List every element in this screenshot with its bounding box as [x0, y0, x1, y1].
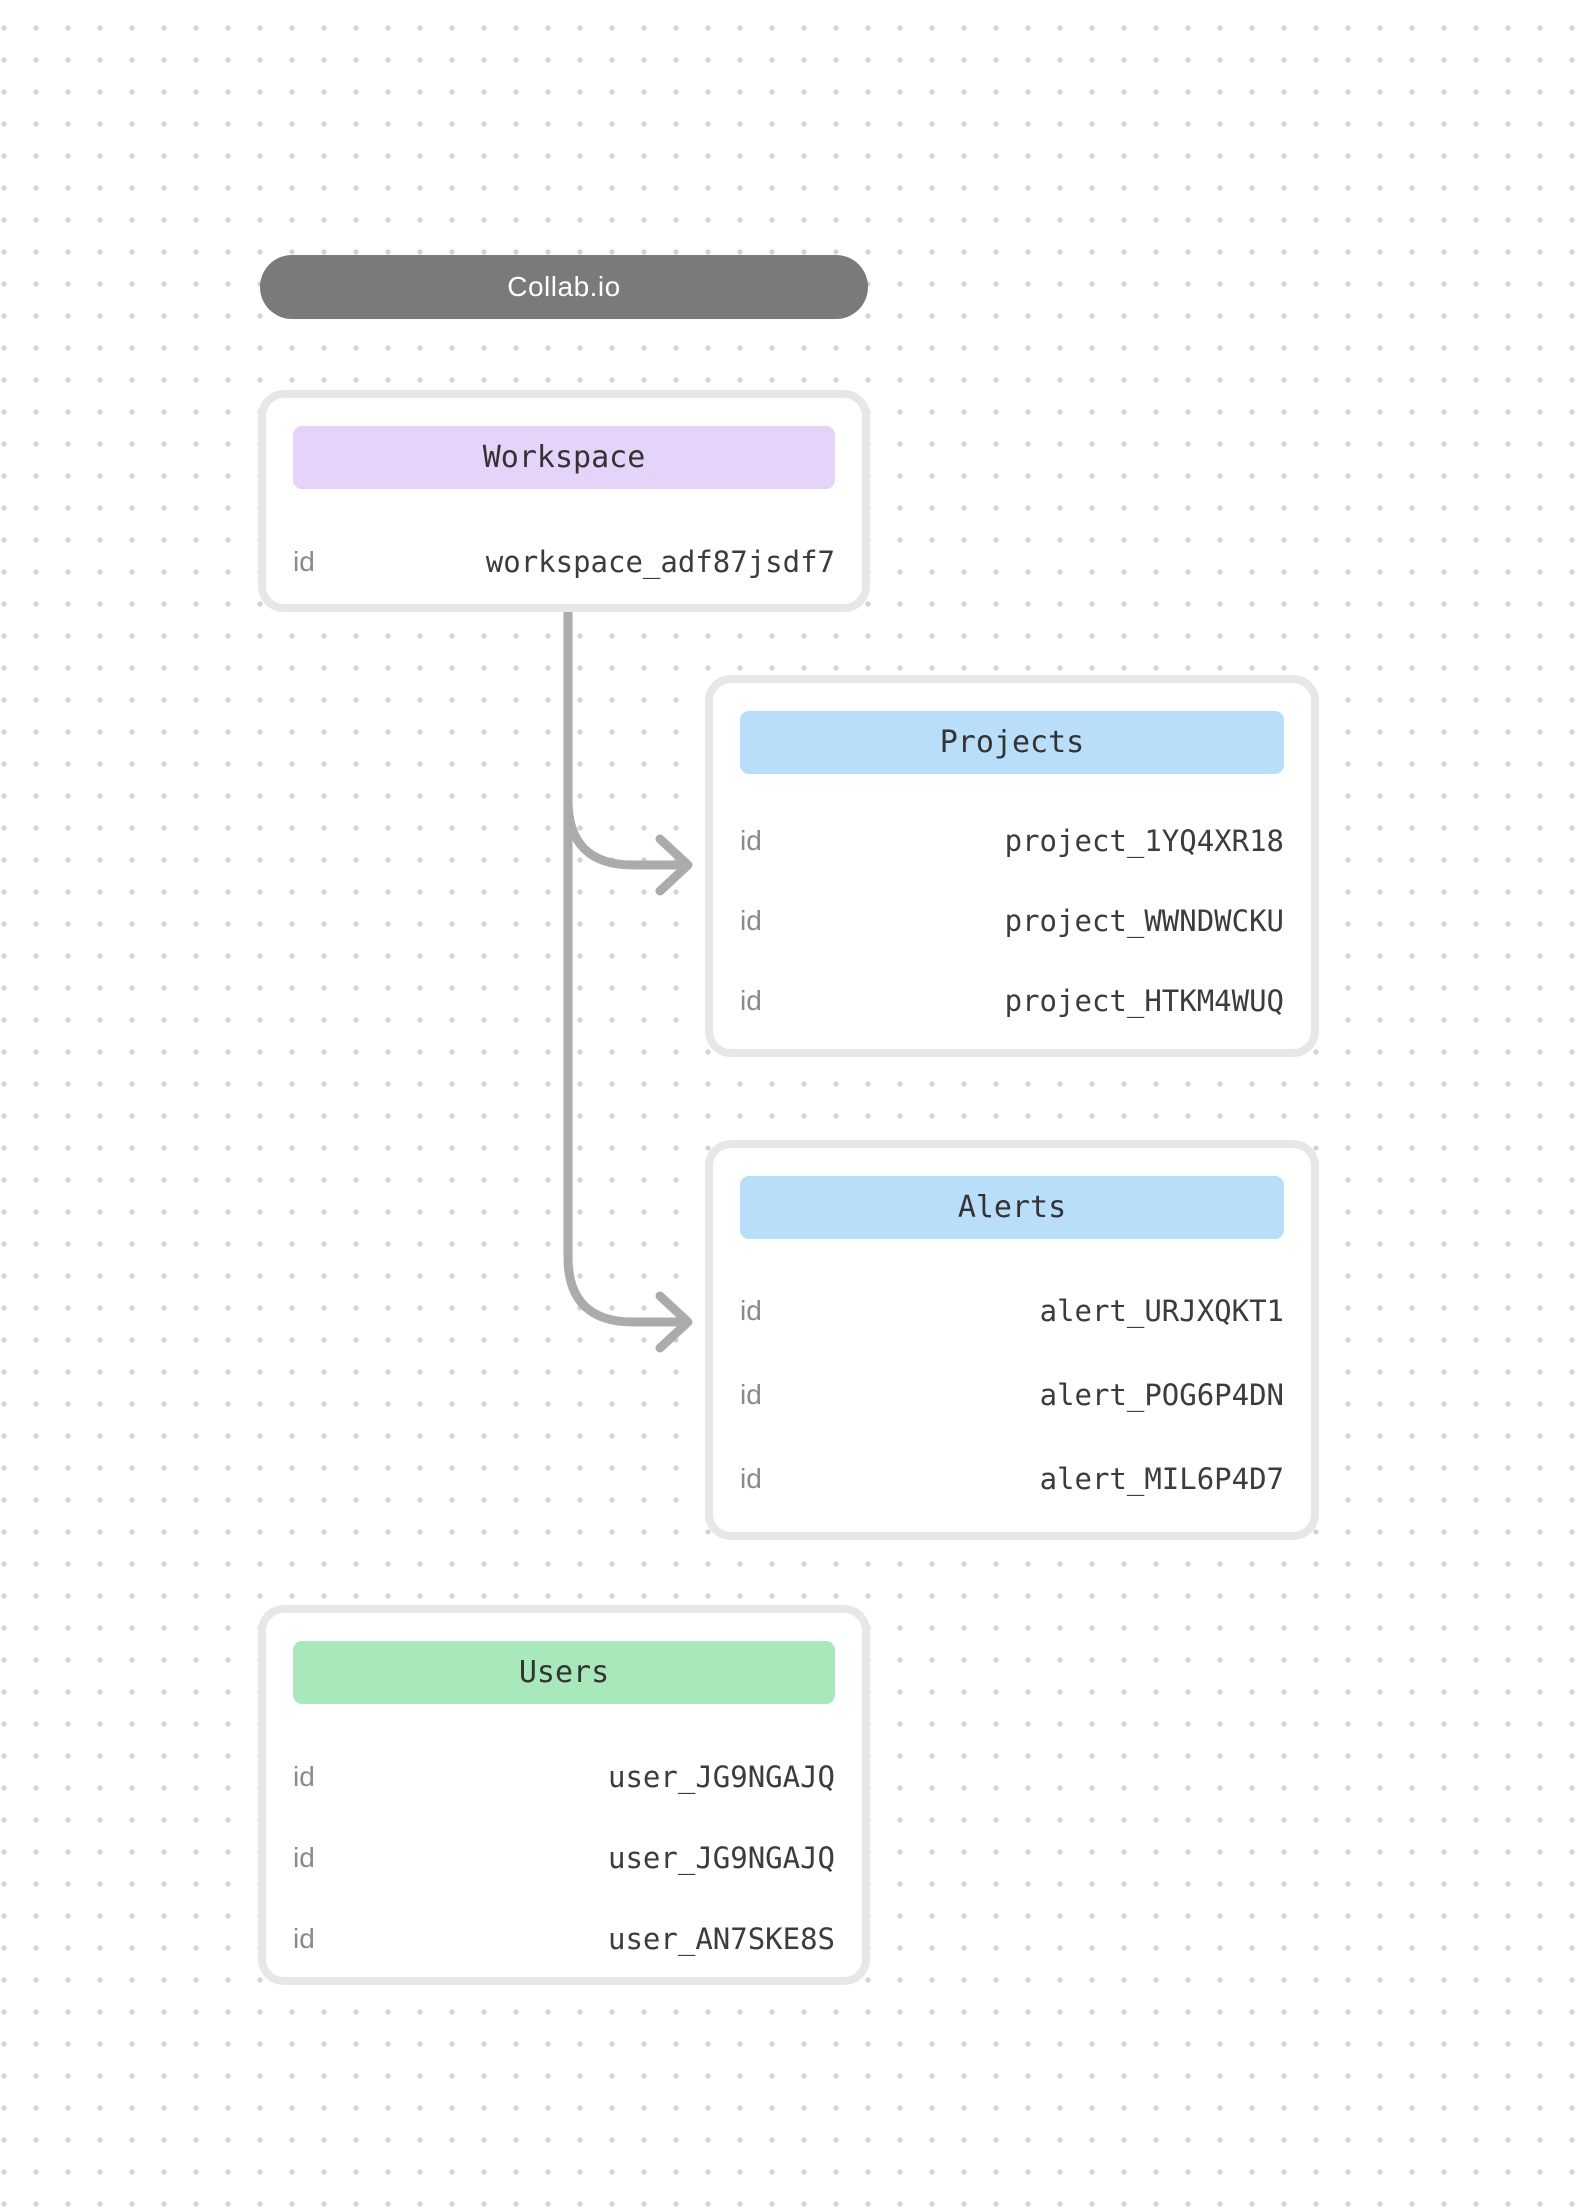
users-card-header: Users [293, 1641, 835, 1704]
row-value: user_AN7SKE8S [608, 1921, 835, 1956]
table-row: id user_JG9NGAJQ [293, 1736, 835, 1817]
alerts-card-rows: id alert_URJXQKT1 id alert_POG6P4DN id a… [713, 1269, 1311, 1521]
table-row: id project_1YQ4XR18 [740, 801, 1284, 881]
row-key: id [740, 985, 762, 1016]
workspace-connectors [563, 605, 693, 1353]
workspace-card-rows: id workspace_adf87jsdf7 [266, 521, 862, 603]
row-key: id [740, 905, 762, 936]
users-card-title: Users [518, 1655, 610, 1690]
row-value: project_1YQ4XR18 [1004, 824, 1284, 858]
users-card-rows: id user_JG9NGAJQ id user_JG9NGAJQ id use… [266, 1736, 862, 1979]
table-row: id project_HTKM4WUQ [740, 961, 1284, 1041]
row-value: alert_URJXQKT1 [1039, 1294, 1284, 1328]
connector-workspace-projects [563, 795, 691, 870]
row-value: alert_POG6P4DN [1039, 1378, 1284, 1412]
diagram-title-pill[interactable]: Collab.io [260, 255, 868, 319]
entity-card-users[interactable]: Users id user_JG9NGAJQ id user_JG9NGAJQ … [258, 1605, 870, 1985]
entity-card-projects[interactable]: Projects id project_1YQ4XR18 id project_… [705, 675, 1319, 1057]
table-row: id user_JG9NGAJQ [293, 1817, 835, 1898]
alerts-card-header: Alerts [740, 1176, 1284, 1239]
projects-card-rows: id project_1YQ4XR18 id project_WWNDWCKU … [713, 801, 1311, 1041]
row-value: user_JG9NGAJQ [608, 1759, 835, 1794]
row-key: id [293, 1922, 315, 1954]
connector-workspace-alerts [563, 605, 691, 1327]
table-row: id alert_POG6P4DN [740, 1353, 1284, 1437]
row-key: id [293, 1760, 315, 1792]
alerts-card-title: Alerts [957, 1190, 1067, 1225]
row-value: alert_MIL6P4D7 [1039, 1462, 1284, 1496]
table-row: id project_WWNDWCKU [740, 881, 1284, 961]
projects-card-header: Projects [740, 711, 1284, 774]
table-row: id user_AN7SKE8S [293, 1898, 835, 1979]
arrowhead-projects-icon [655, 834, 693, 896]
entity-card-workspace[interactable]: Workspace id workspace_adf87jsdf7 [258, 390, 870, 612]
row-key: id [293, 1841, 315, 1873]
row-key: id [293, 546, 315, 577]
projects-card-title: Projects [939, 725, 1085, 760]
row-value: workspace_adf87jsdf7 [485, 545, 835, 579]
row-value: project_HTKM4WUQ [1004, 984, 1284, 1018]
entity-card-alerts[interactable]: Alerts id alert_URJXQKT1 id alert_POG6P4… [705, 1140, 1319, 1540]
table-row: id alert_URJXQKT1 [740, 1269, 1284, 1353]
row-key: id [740, 1379, 762, 1410]
row-value: project_WWNDWCKU [1004, 904, 1284, 938]
row-key: id [740, 1295, 762, 1326]
arrowhead-alerts-icon [655, 1291, 693, 1353]
row-key: id [740, 825, 762, 856]
table-row: id alert_MIL6P4D7 [740, 1437, 1284, 1521]
row-key: id [740, 1463, 762, 1494]
table-row: id workspace_adf87jsdf7 [293, 521, 835, 603]
row-value: user_JG9NGAJQ [608, 1840, 835, 1875]
workspace-card-header: Workspace [293, 426, 835, 489]
diagram-title: Collab.io [507, 271, 621, 302]
workspace-card-title: Workspace [482, 440, 646, 475]
